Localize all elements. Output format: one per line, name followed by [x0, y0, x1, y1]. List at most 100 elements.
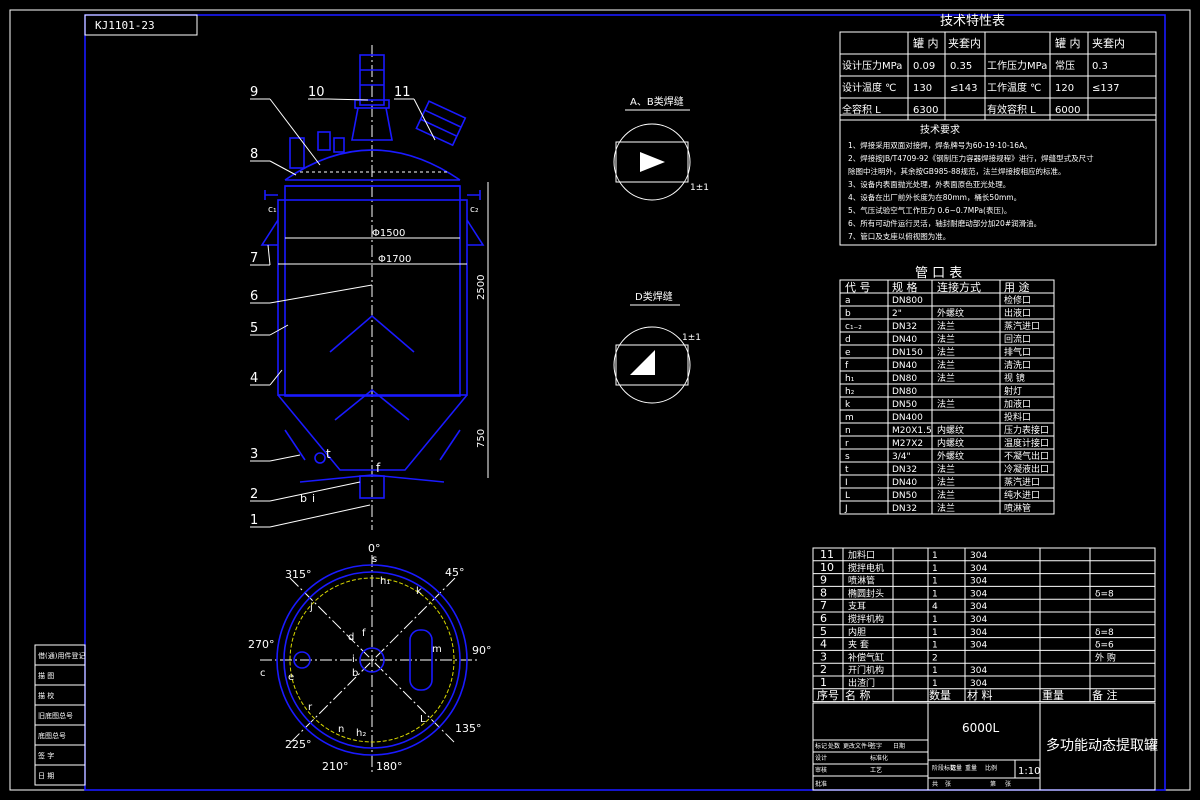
parts-header: 材 料	[967, 688, 993, 702]
nozzle-cell: h₂	[845, 387, 855, 397]
plan-letter: L	[420, 714, 426, 725]
nozzle-cell: b	[845, 309, 851, 319]
weld-detail-ab: A、B类焊缝 1±1	[613, 95, 709, 201]
plan-view: 0°45°90°135°180°210°225°270°315°sh₁kjfdi…	[248, 542, 492, 775]
label-c2: c₂	[470, 205, 479, 215]
tech-row-label: 全容积 L	[842, 103, 881, 116]
nozzle-cell: 内螺纹	[937, 424, 964, 436]
nozzle-cell: 出液口	[1004, 307, 1031, 319]
drawing-name: 多功能动态提取罐	[1046, 737, 1158, 754]
parts-cell: 1	[820, 676, 827, 689]
nozzle-cell: 法兰	[937, 359, 955, 371]
sidebar-item: 借(通)用件登记	[38, 651, 85, 660]
title-block-label: 设计	[815, 754, 827, 762]
title-block-label: 共	[932, 780, 938, 788]
nozzle-cell: s	[845, 452, 850, 462]
svg-text:技术特性表: 技术特性表	[940, 14, 1005, 29]
svg-text:A、B类焊缝: A、B类焊缝	[630, 95, 684, 108]
plan-letter: f	[362, 628, 366, 639]
plan-port-m	[409, 629, 433, 691]
title-block-label: 重量	[965, 764, 977, 772]
nozzle-cell: 内螺纹	[937, 437, 964, 449]
tech-col-header: 夹套内	[948, 36, 981, 50]
title-block-label: 审核	[815, 766, 827, 774]
parts-cell: δ=8	[1095, 589, 1114, 599]
nozzle-cell: n	[845, 426, 851, 436]
nozzle-cell: DN32	[892, 465, 917, 475]
parts-cell: 304	[970, 679, 987, 689]
parts-cell: 6	[820, 612, 827, 625]
title-block-label: 处数	[828, 742, 840, 750]
nozzle-cell: 温度计接口	[1004, 437, 1049, 449]
nozzle-cell: t	[845, 465, 849, 475]
title-block-label: 阶段标记	[932, 764, 956, 772]
nozzle-cell: 法兰	[937, 372, 955, 384]
parts-cell: 11	[820, 548, 834, 561]
tech-cell: 0.3	[1092, 61, 1108, 72]
svg-text:管 口 表: 管 口 表	[915, 266, 962, 281]
requirement-line: 6、所有可动件运行灵活，轴封耐磨动部分加20#润滑油。	[848, 218, 1041, 228]
nozzle-cell: DN80	[892, 387, 917, 397]
nozzle-cell: DN40	[892, 335, 917, 345]
nozzle-cell: DN50	[892, 491, 917, 501]
scale: 1:10	[1018, 766, 1040, 777]
nozzle-cell: DN40	[892, 361, 917, 371]
parts-cell: 3	[820, 650, 827, 663]
parts-cell: 内胆	[848, 626, 866, 638]
nozzle-cell: DN32	[892, 322, 917, 332]
requirement-line: 1、焊接采用双面对接焊，焊条牌号为60-19-10-16A。	[848, 140, 1032, 150]
parts-cell: 喷淋管	[848, 575, 875, 587]
nozzle-cell: 回流口	[1004, 333, 1031, 345]
title-block-label: 比例	[985, 764, 997, 772]
plan-angle: 270°	[248, 638, 275, 651]
parts-cell: δ=6	[1095, 641, 1114, 651]
parts-cell: 支耳	[848, 600, 866, 612]
requirement-line: 4、设备在出厂前外长度为在80mm，桶长50mm。	[848, 192, 1021, 202]
nozzle-cell: DN32	[892, 504, 917, 514]
tech-cell: 常压	[1055, 59, 1075, 72]
parts-header: 重量	[1042, 688, 1064, 702]
parts-cell: 304	[970, 577, 987, 587]
tech-row-label: 有效容积 L	[987, 103, 1036, 116]
plan-letter: k	[416, 586, 422, 597]
nozzle-cell: 加液口	[1004, 398, 1031, 410]
plan-letter: j	[309, 602, 313, 613]
nozzle-cell: 法兰	[937, 346, 955, 358]
support-lug-left	[260, 219, 279, 246]
nozzle-cell: m	[845, 413, 854, 423]
nozzle-cell: 清洗口	[1004, 359, 1031, 371]
parts-header: 数量	[929, 689, 951, 702]
nozzle-cell: 投料口	[1004, 411, 1031, 423]
parts-header: 名 称	[845, 688, 871, 702]
nozzle-cell: f	[845, 361, 849, 371]
technical-requirements: 技术要求 1、焊接采用双面对接焊，焊条牌号为60-19-10-16A。2、焊接按…	[839, 114, 1157, 246]
title-block-label: 标准化	[870, 754, 888, 762]
callout-label: 1	[250, 513, 258, 528]
requirement-line: 7、管口及支座以俯视图为准。	[848, 231, 950, 241]
title-block-label: 签字	[870, 742, 882, 750]
parts-cell: 2	[820, 663, 827, 676]
nozzle-cell: 蒸汽进口	[1004, 476, 1040, 488]
plan-letter: h₁	[380, 576, 390, 587]
svg-text:1±1: 1±1	[690, 183, 709, 193]
nozzle-cell: 外螺纹	[937, 307, 964, 319]
plan-angle: 180°	[376, 760, 403, 773]
requirement-line: 除图中注明外，其余按GB985-88规范，法兰焊接按相应的标准。	[848, 166, 1066, 176]
nozzle-header: 用 途	[1004, 280, 1030, 294]
plan-angle: 90°	[472, 644, 492, 657]
nozzle-cell: 法兰	[937, 320, 955, 332]
parts-cell: 夹 套	[848, 639, 869, 651]
sidebar-item: 描 校	[38, 691, 54, 700]
tech-row-label: 工作温度 ℃	[987, 81, 1041, 94]
nozzle-cell: 法兰	[937, 502, 955, 514]
nozzle-cell: d	[845, 335, 851, 345]
callout-label: 4	[250, 371, 258, 386]
nozzle-cell: M27X2	[892, 439, 923, 449]
requirement-line: 2、焊接按JB/T4709-92《钢制压力容器焊接规程》进行，焊缝型式及尺寸	[848, 153, 1094, 163]
nozzle-cell: 喷淋管	[1004, 502, 1031, 514]
tech-cell: ≤143	[950, 83, 977, 94]
nozzle-cell: 视 镜	[1004, 372, 1025, 384]
plan-angle: 45°	[445, 566, 465, 579]
label-f: f	[376, 461, 381, 475]
